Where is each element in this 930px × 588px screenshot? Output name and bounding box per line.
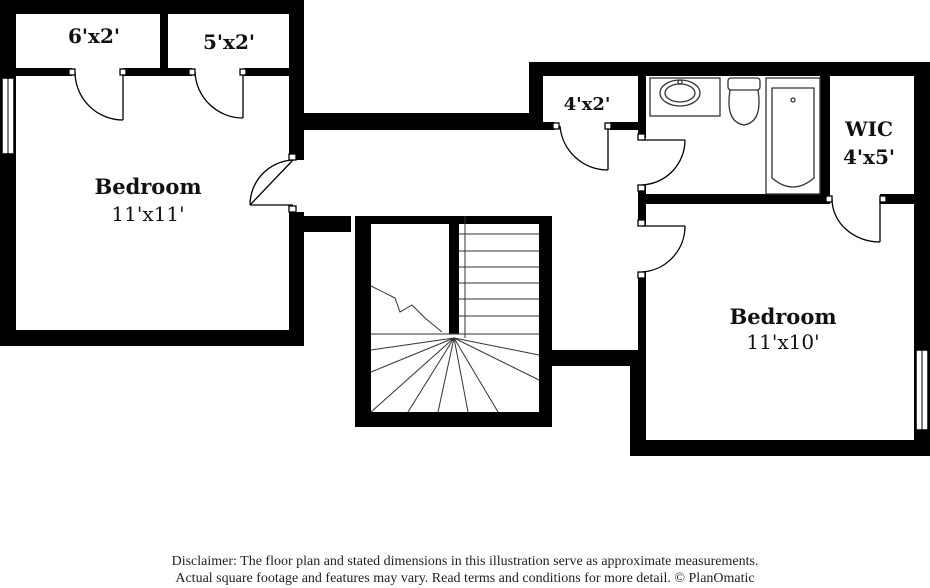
closet-b-label: 5'x2' — [203, 30, 255, 54]
wall-closet-b-bottom-left — [168, 68, 192, 76]
bedroom-left-label: Bedroom — [94, 174, 201, 199]
wall-closet-divider — [160, 14, 168, 72]
wall-closet-b-bottom-right — [244, 68, 289, 76]
closet-a-label: 6'x2' — [68, 24, 120, 48]
door-swing-icon — [249, 153, 297, 213]
disclaimer: Disclaimer: The floor plan and stated di… — [0, 553, 930, 587]
wall-stair-right — [539, 216, 552, 427]
window-icon — [1, 77, 15, 155]
wall-top-left — [0, 0, 304, 14]
disclaimer-line-1: Disclaimer: The floor plan and stated di… — [171, 554, 759, 569]
stair-center-wall — [449, 222, 459, 334]
wall-closet-c-left — [529, 62, 543, 130]
wall-hall-bottom-left — [289, 216, 351, 232]
closet-c-label: 4'x2' — [564, 94, 611, 115]
wall-stair-top — [355, 216, 552, 224]
window-icon — [915, 349, 929, 431]
wall-bedroom-left-right-lower — [289, 212, 304, 346]
wall-bath-bottom — [646, 194, 828, 204]
wall-bedroom-right-left-upper — [638, 272, 646, 352]
wall-closet-a-bottom-right — [123, 68, 168, 76]
disclaimer-line-2: Actual square footage and features may v… — [175, 571, 755, 586]
wall-hall-top — [289, 113, 529, 130]
wall-top-right — [529, 62, 930, 76]
door-swing-icon — [825, 195, 887, 243]
wall-wic-left — [820, 76, 830, 204]
door-swing-icon — [637, 219, 686, 279]
door-swing-icon — [188, 68, 247, 119]
door-swing-icon — [637, 133, 686, 192]
wall-stair-left — [355, 216, 371, 426]
wall-closet-c-bottom-right — [610, 122, 646, 130]
wic-label: WIC — [844, 117, 893, 141]
bedroom-right-dims: 11'x10' — [746, 330, 819, 354]
wall-bottom-left — [0, 330, 304, 346]
wall-closet-a-bottom-left — [16, 68, 72, 76]
toilet-icon — [727, 77, 761, 126]
bathtub-icon — [765, 77, 821, 195]
wall-bedroom-right-left — [630, 350, 646, 456]
wall-stair-landing — [539, 350, 644, 366]
door-swing-icon — [68, 68, 127, 121]
wall-bath-left-upper — [638, 62, 646, 138]
floor-plan: 6'x2' 5'x2' 4'x2' WIC 4'x5' Bedroom 11'x… — [0, 0, 930, 456]
wall-left — [0, 0, 16, 346]
wall-bedroom-left-right-upper — [289, 0, 304, 160]
wall-wic-bottom-right — [880, 194, 914, 204]
wic-dims: 4'x5' — [843, 145, 895, 169]
bedroom-right-label: Bedroom — [729, 304, 836, 329]
wall-bath-left-lower — [638, 185, 646, 225]
room-labels: 6'x2' 5'x2' 4'x2' WIC 4'x5' Bedroom 11'x… — [68, 24, 895, 354]
stairs — [370, 216, 540, 413]
wall-stair-bottom — [355, 412, 552, 427]
sink-icon — [649, 77, 721, 117]
wall-closet-c-bottom-left — [543, 122, 555, 130]
bedroom-left-dims: 11'x11' — [111, 202, 184, 226]
wall-bottom-right — [630, 440, 930, 456]
doors — [68, 68, 887, 279]
door-swing-icon — [552, 122, 612, 171]
